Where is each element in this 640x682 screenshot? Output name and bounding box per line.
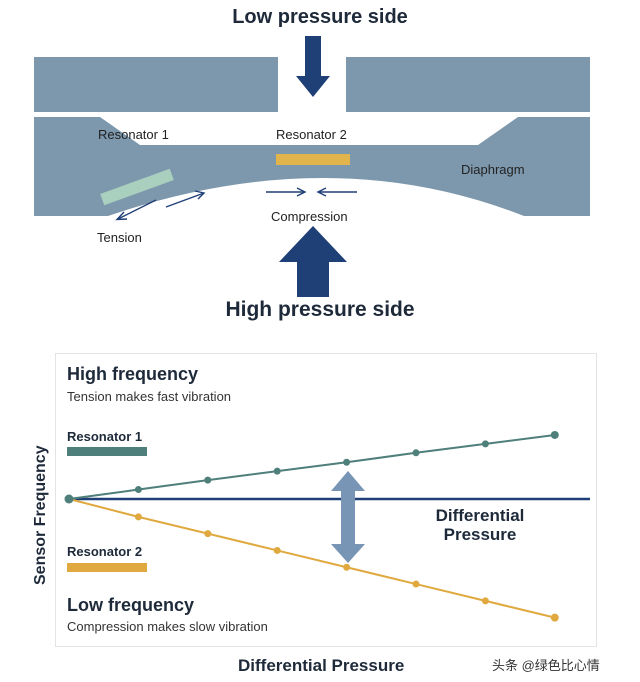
resonator-1-label: Resonator 1 xyxy=(98,127,169,142)
resonator-2-line xyxy=(68,498,556,619)
compression-label: Compression xyxy=(271,209,348,224)
legend-resonator-2: Resonator 2 xyxy=(67,544,143,559)
legend-swatch-resonator-2 xyxy=(67,563,147,572)
diaphragm-label: Diaphragm xyxy=(461,162,525,177)
origin-point xyxy=(64,494,74,504)
resonator-2-label: Resonator 2 xyxy=(276,127,347,142)
low-pressure-arrow xyxy=(296,36,330,97)
high-frequency-sub: Tension makes fast vibration xyxy=(67,389,232,404)
resonator-1-bar xyxy=(100,168,174,206)
low-frequency-sub: Compression makes slow vibration xyxy=(67,619,268,634)
resonator-1-line xyxy=(68,433,555,500)
resonator-2-bar xyxy=(276,154,350,165)
resonator-2-point xyxy=(550,613,559,622)
resonator-1-point xyxy=(481,440,489,448)
upper-body-left xyxy=(34,57,278,112)
high-frequency-heading: High frequency xyxy=(67,364,199,384)
resonator-1-point xyxy=(204,476,212,484)
x-axis-label: Differential Pressure xyxy=(238,656,405,675)
resonator-1-point xyxy=(343,458,351,466)
low-pressure-title: Low pressure side xyxy=(232,6,408,28)
tension-label: Tension xyxy=(97,230,142,245)
upper-body-right xyxy=(346,57,590,112)
resonator-1-point xyxy=(550,430,559,439)
low-frequency-heading: Low frequency xyxy=(67,595,195,615)
high-pressure-arrow xyxy=(279,226,347,297)
resonator-2-point xyxy=(273,546,281,554)
resonator-1-point xyxy=(273,467,281,475)
resonator-2-point xyxy=(343,563,351,571)
resonator-2-point xyxy=(412,580,420,588)
watermark: 头条 @绿色比心情 xyxy=(492,658,600,673)
resonator-1-point xyxy=(134,486,142,494)
tension-arrows xyxy=(115,190,206,221)
difference-arrow xyxy=(331,471,365,563)
legend-resonator-1: Resonator 1 xyxy=(67,429,143,444)
resonator-2-point xyxy=(481,597,489,605)
sensor-diagram xyxy=(34,36,590,297)
resonator-2-point xyxy=(134,513,142,521)
compression-arrows xyxy=(266,187,357,197)
lower-body xyxy=(34,117,590,216)
resonator-1-point xyxy=(412,449,420,457)
resonator-2-point xyxy=(204,530,212,538)
legend-swatch-resonator-1 xyxy=(67,447,147,456)
differential-pressure-label: Differential Pressure xyxy=(435,506,525,544)
high-pressure-title: High pressure side xyxy=(225,298,415,321)
y-axis-label: Sensor Frequency xyxy=(32,445,49,585)
